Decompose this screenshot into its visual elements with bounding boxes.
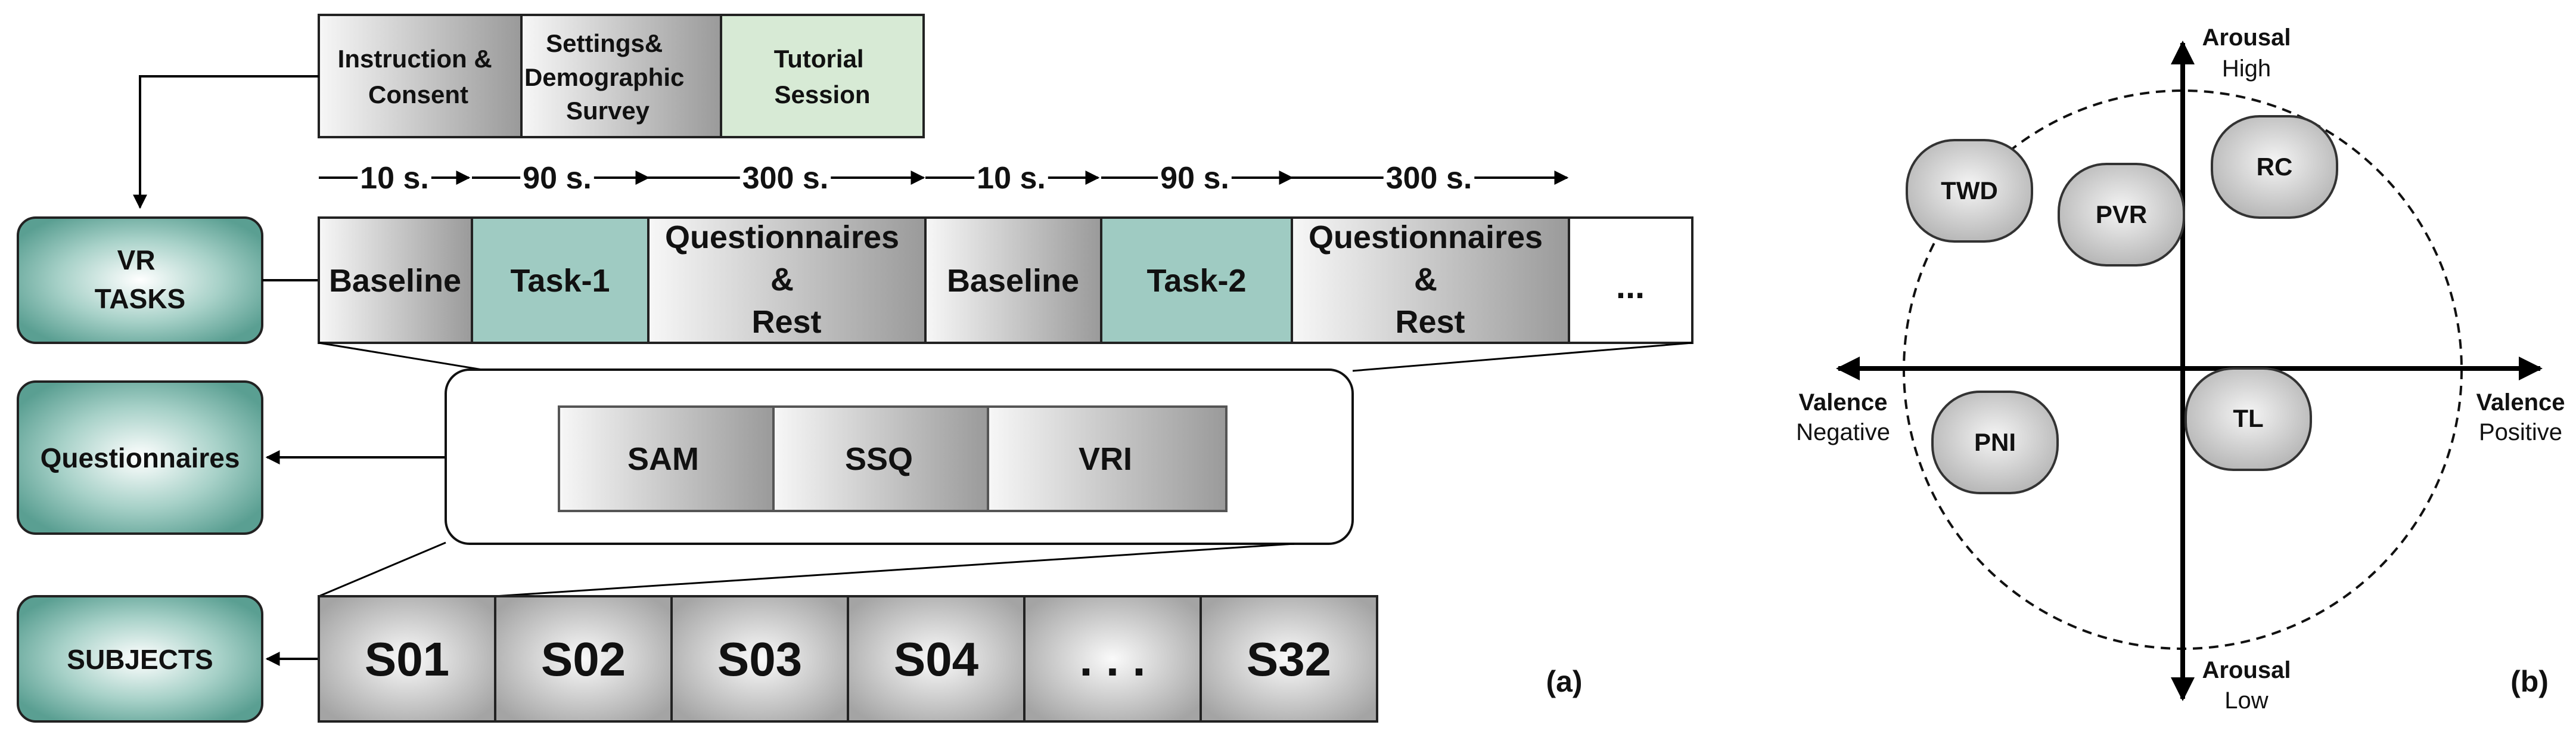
questionnaire-sam bbox=[558, 405, 775, 512]
timeline-baseline-1 bbox=[318, 216, 473, 344]
task-label: RC bbox=[2257, 153, 2293, 181]
zoom-line bbox=[1352, 342, 1693, 372]
vr-tasks-label: VR TASKS bbox=[95, 244, 186, 314]
task-label: PVR bbox=[2096, 200, 2147, 228]
instruction-consent-label: Instruction & Consent bbox=[338, 45, 499, 109]
questionnaire-label: SAM bbox=[627, 441, 699, 477]
duration-label: 300 s. bbox=[742, 161, 829, 196]
axis-bottom-sub: Low bbox=[2224, 687, 2268, 714]
task-pills: TWD PVR RC PNI TL bbox=[1906, 115, 2338, 494]
zoom-line bbox=[494, 543, 1295, 597]
duration-label-backing bbox=[520, 161, 594, 196]
questionnaire-label: SSQ bbox=[845, 441, 913, 477]
axis-top-title: Arousal bbox=[2202, 24, 2291, 51]
subjects-box bbox=[17, 595, 263, 723]
zoom-line bbox=[318, 541, 446, 597]
caption-b: (b) bbox=[2510, 665, 2549, 698]
duration-label-backing bbox=[358, 161, 431, 196]
duration-label: 90 s. bbox=[523, 161, 592, 196]
duration-label: 300 s. bbox=[1386, 161, 1472, 196]
subjects-row: S01 S02 S03 S04 . . . S32 bbox=[318, 595, 1378, 723]
timeline-baseline-2 bbox=[924, 216, 1102, 344]
questionnaires-box bbox=[17, 380, 263, 535]
timeline-label: Task-1 bbox=[510, 263, 610, 299]
task-label: TL bbox=[2233, 404, 2263, 432]
setup-to-vrtasks-arrow bbox=[133, 75, 319, 209]
settings-survey-box bbox=[520, 14, 722, 138]
duration-label: 10 s. bbox=[977, 161, 1046, 196]
axis-bottom-title: Arousal bbox=[2202, 657, 2291, 683]
questionnaire-vri bbox=[987, 405, 1228, 512]
task-label: PNI bbox=[1974, 428, 2016, 456]
axis-right-title: Valence bbox=[2476, 389, 2565, 416]
duration-label: 10 s. bbox=[360, 161, 429, 196]
questionnaires-label: Questionnaires bbox=[41, 442, 240, 473]
duration-label-backing bbox=[1383, 161, 1475, 196]
subject-cell bbox=[1200, 595, 1378, 723]
setup-steps: Instruction & Consent Settings& Demograp… bbox=[318, 14, 925, 138]
axis-left-sub: Negative bbox=[1796, 419, 1890, 445]
subject-cell bbox=[494, 595, 673, 723]
axis-top-sub: High bbox=[2222, 55, 2271, 82]
subjects-label: SUBJECTS bbox=[67, 644, 213, 675]
task-pill bbox=[1906, 139, 2033, 243]
timeline-label: ... bbox=[1616, 267, 1645, 306]
timeline-label-multiline: Questionnaires & Rest bbox=[665, 219, 908, 340]
subject-label: S01 bbox=[365, 633, 449, 686]
settings-survey-label: Settings& Demographic Survey bbox=[524, 29, 691, 125]
timeline-label: Task-2 bbox=[1146, 263, 1246, 299]
duration-label-backing bbox=[739, 161, 831, 196]
timeline-label-multiline: Questionnaires & Rest bbox=[1309, 219, 1552, 340]
timeline-task-2 bbox=[1100, 216, 1293, 344]
tutorial-session-box bbox=[720, 14, 925, 138]
duration-row: 10 s. 90 s. 300 s. 10 s. 90 s. 300 s. bbox=[319, 161, 1569, 196]
subject-label: S02 bbox=[541, 633, 626, 686]
task-pill bbox=[2058, 163, 2185, 267]
timeline: Baseline Task-1 Questionnaires & Rest Ba… bbox=[318, 216, 1693, 344]
instruction-consent-box bbox=[318, 14, 523, 138]
subject-label: S32 bbox=[1247, 633, 1331, 686]
questionnaire-label: VRI bbox=[1079, 441, 1132, 477]
axis-right-sub: Positive bbox=[2479, 419, 2562, 445]
task-label: TWD bbox=[1941, 176, 1998, 205]
duration-label-backing bbox=[1158, 161, 1232, 196]
task-pill bbox=[1931, 391, 2059, 494]
timeline-label: Baseline bbox=[947, 263, 1079, 299]
axis-left-title: Valence bbox=[1798, 389, 1887, 416]
zoom-line bbox=[318, 342, 501, 374]
timeline-questionnaires-rest-2 bbox=[1291, 216, 1570, 344]
vr-tasks-box bbox=[17, 216, 263, 344]
duration-label: 90 s. bbox=[1160, 161, 1229, 196]
task-pill bbox=[2211, 115, 2338, 219]
task-pill bbox=[2185, 367, 2312, 471]
timeline-label: Baseline bbox=[329, 263, 461, 299]
subject-cell bbox=[847, 595, 1026, 723]
subject-label: . . . bbox=[1079, 633, 1145, 686]
timeline-questionnaires-rest-1 bbox=[647, 216, 927, 344]
subject-label: S03 bbox=[717, 633, 802, 686]
tutorial-session-label: Tutorial Session bbox=[774, 45, 871, 109]
subject-cell bbox=[318, 595, 496, 723]
duration-label-backing bbox=[974, 161, 1048, 196]
subject-label: S04 bbox=[894, 633, 979, 686]
caption-a: (a) bbox=[1546, 665, 1582, 698]
timeline-ellipsis bbox=[1568, 216, 1693, 344]
